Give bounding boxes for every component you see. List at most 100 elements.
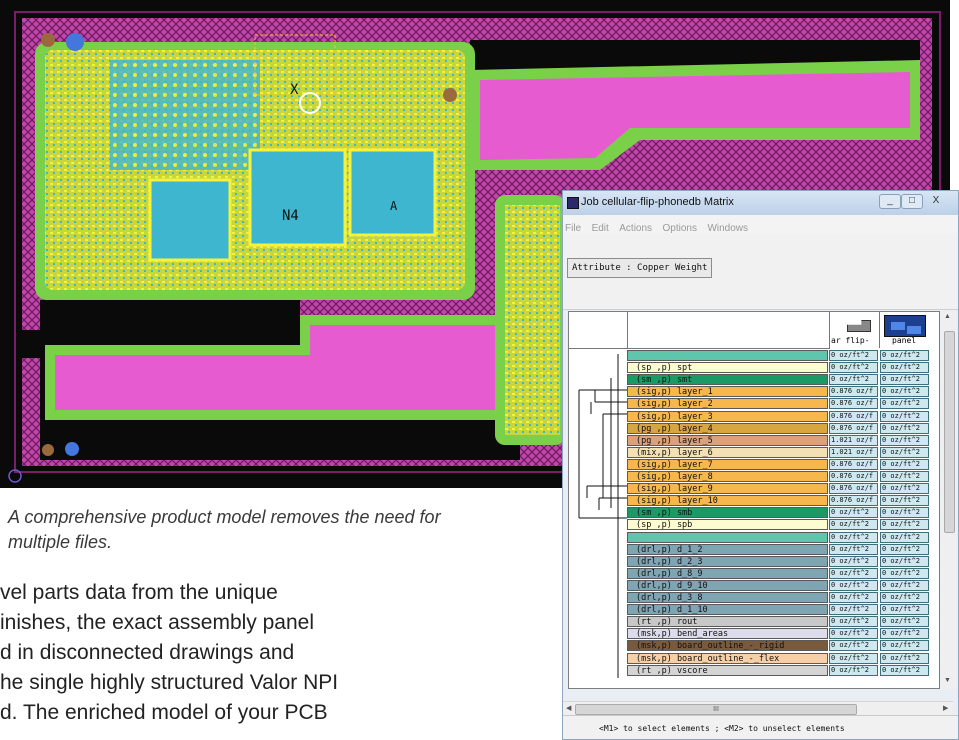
copper-weight-cell-flip[interactable]: 0.876 oz/f	[829, 422, 878, 434]
copper-weight-cell-panel[interactable]: 0 oz/ft^2	[880, 434, 929, 446]
copper-weight-cell-panel[interactable]: 0 oz/ft^2	[880, 604, 929, 616]
layer-name-cell[interactable]: (drl,p) d_8_9	[627, 567, 828, 579]
horizontal-scrollbar[interactable]: ◀ III ▶	[563, 701, 953, 716]
layer-name-cell[interactable]: (pg ,p) layer_5	[627, 434, 828, 446]
layer-name-cell[interactable]: (sig,p) layer_9	[627, 483, 828, 495]
copper-weight-cell-flip[interactable]: 0 oz/ft^2	[829, 543, 878, 555]
maximize-button[interactable]: □	[901, 194, 923, 209]
layer-name-cell[interactable]: (sm ,p) smt	[627, 374, 828, 386]
window-titlebar[interactable]: Job cellular-flip-phonedb Matrix _ □ X	[563, 191, 958, 215]
layer-name-cell[interactable]: (sig,p) layer_2	[627, 398, 828, 410]
menu-file[interactable]: File	[565, 223, 582, 234]
copper-weight-cell-panel[interactable]: 0 oz/ft^2	[880, 374, 929, 386]
copper-weight-cell-panel[interactable]: 0 oz/ft^2	[880, 543, 929, 555]
menu-actions[interactable]: Actions	[619, 223, 653, 234]
copper-weight-cell-flip[interactable]: 0 oz/ft^2	[829, 350, 878, 361]
layer-name-cell[interactable]: (sp ,p) spt	[627, 362, 828, 374]
layer-name-cell[interactable]: (sig,p) layer_7	[627, 458, 828, 470]
layer-name-cell[interactable]: (drl,p) d_1_10	[627, 604, 828, 616]
copper-weight-cell-panel[interactable]: 0 oz/ft^2	[880, 555, 929, 567]
menu-options[interactable]: Options	[662, 223, 697, 234]
step-column-panel[interactable]: panel	[880, 312, 929, 348]
copper-weight-cell-flip[interactable]: 0 oz/ft^2	[829, 652, 878, 664]
copper-weight-cell-panel[interactable]: 0 oz/ft^2	[880, 446, 929, 458]
copper-weight-cell-flip[interactable]: 0 oz/ft^2	[829, 640, 878, 652]
copper-weight-cell-panel[interactable]: 0 oz/ft^2	[880, 652, 929, 664]
step-column-flip[interactable]: ar flip-	[829, 312, 880, 348]
scroll-right-icon[interactable]: ▶	[943, 705, 949, 712]
scroll-down-icon[interactable]: ▼	[944, 677, 951, 684]
copper-weight-cell-panel[interactable]: 0 oz/ft^2	[880, 567, 929, 579]
copper-weight-cell-panel[interactable]: 0 oz/ft^2	[880, 350, 929, 361]
copper-weight-cell-flip[interactable]: 0.876 oz/f	[829, 386, 878, 398]
copper-weight-cell-flip[interactable]: 0 oz/ft^2	[829, 567, 878, 579]
layer-name-cell[interactable]: (drl,p) d_9_10	[627, 579, 828, 591]
copper-weight-cell-flip[interactable]: 0 oz/ft^2	[829, 519, 878, 531]
layer-name-cell[interactable]: (rt ,p) vscore	[627, 664, 828, 676]
layer-name-cell[interactable]: (sm ,p) smb	[627, 507, 828, 519]
minimize-button[interactable]: _	[879, 194, 901, 209]
copper-weight-cell-flip[interactable]: 0.876 oz/f	[829, 483, 878, 495]
copper-weight-cell-flip[interactable]: 0 oz/ft^2	[829, 579, 878, 591]
copper-weight-cell-flip[interactable]: 0 oz/ft^2	[829, 362, 878, 374]
copper-weight-cell-panel[interactable]: 0 oz/ft^2	[880, 483, 929, 495]
copper-weight-cell-flip[interactable]: 0.876 oz/f	[829, 410, 878, 422]
layer-name-cell[interactable]: (sig,p) layer_3	[627, 410, 828, 422]
copper-weight-cell-panel[interactable]: 0 oz/ft^2	[880, 422, 929, 434]
copper-weight-cell-panel[interactable]: 0 oz/ft^2	[880, 362, 929, 374]
copper-weight-cell-panel[interactable]: 0 oz/ft^2	[880, 628, 929, 640]
vscroll-thumb[interactable]	[944, 331, 955, 533]
layer-name-cell[interactable]: (mix,p) layer_6	[627, 446, 828, 458]
layer-name-cell[interactable]: (drl,p) d_3_8	[627, 592, 828, 603]
copper-weight-cell-panel[interactable]: 0 oz/ft^2	[880, 458, 929, 470]
layer-name-cell[interactable]: (pg ,p) layer_4	[627, 422, 828, 434]
copper-weight-cell-flip[interactable]: 0.876 oz/f	[829, 495, 878, 507]
copper-weight-cell-panel[interactable]: 0 oz/ft^2	[880, 531, 929, 543]
copper-weight-cell-panel[interactable]: 0 oz/ft^2	[880, 410, 929, 422]
layer-name-cell[interactable]: (sp ,p) spb	[627, 519, 828, 531]
close-button[interactable]: X	[932, 195, 940, 206]
copper-weight-cell-panel[interactable]: 0 oz/ft^2	[880, 471, 929, 482]
layer-name-cell[interactable]: (drl,p) d_2_3	[627, 555, 828, 567]
copper-weight-cell-flip[interactable]: 1.021 oz/f	[829, 434, 878, 446]
copper-weight-cell-flip[interactable]: 0 oz/ft^2	[829, 374, 878, 386]
copper-weight-cell-panel[interactable]: 0 oz/ft^2	[880, 664, 929, 676]
copper-weight-cell-panel[interactable]: 0 oz/ft^2	[880, 616, 929, 628]
copper-weight-cell-panel[interactable]: 0 oz/ft^2	[880, 495, 929, 507]
layer-name-cell[interactable]: (sig,p) layer_8	[627, 471, 828, 482]
menu-edit[interactable]: Edit	[591, 223, 609, 234]
attribute-button[interactable]: Attribute : Copper Weight	[567, 258, 713, 278]
layer-name-cell[interactable]	[627, 350, 828, 361]
copper-weight-cell-flip[interactable]: 0 oz/ft^2	[829, 507, 878, 519]
vertical-scrollbar[interactable]: ▲ ▼	[941, 311, 957, 689]
copper-weight-cell-panel[interactable]: 0 oz/ft^2	[880, 592, 929, 603]
copper-weight-cell-flip[interactable]: 0.876 oz/f	[829, 471, 878, 482]
copper-weight-cell-panel[interactable]: 0 oz/ft^2	[880, 507, 929, 519]
copper-weight-cell-flip[interactable]: 0 oz/ft^2	[829, 664, 878, 676]
copper-weight-cell-panel[interactable]: 0 oz/ft^2	[880, 519, 929, 531]
